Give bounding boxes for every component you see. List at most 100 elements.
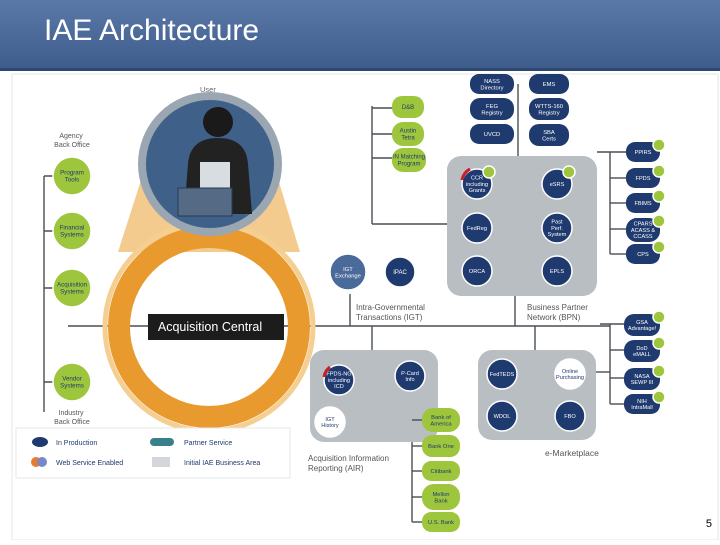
bank-node: Bank One bbox=[422, 435, 460, 457]
slide-title: IAE Architecture bbox=[44, 14, 260, 47]
agency-node-shape bbox=[52, 211, 92, 251]
bpn-service-node-badge bbox=[652, 164, 666, 178]
igt-label: Intra-Governmental Transactions (IGT) bbox=[356, 303, 427, 322]
bpn-node-label: eSRS bbox=[550, 182, 565, 188]
bank-node-label: Bank of bbox=[431, 415, 451, 421]
user-label: User bbox=[200, 85, 216, 94]
bpn-node: ORCA bbox=[461, 255, 493, 287]
bank-node-label: Citibank bbox=[431, 469, 452, 475]
bpn-service-node-shape bbox=[626, 168, 660, 188]
emarketplace-service-node-shape bbox=[624, 368, 660, 390]
bank-node-shape bbox=[422, 461, 460, 481]
bpn-node-badge bbox=[482, 165, 496, 179]
partner-node-label: Program bbox=[397, 161, 420, 167]
air-node-label: History bbox=[321, 423, 339, 429]
bpn-service-node-label: ACASS & bbox=[631, 228, 656, 234]
agency-back-office-line: Agency bbox=[59, 133, 83, 140]
bpn-service-node: CPS bbox=[626, 240, 666, 264]
registry-node-label: Directory bbox=[480, 85, 503, 91]
bpn-service-node-label: CPARS bbox=[634, 222, 653, 228]
emarketplace-service-node-label: GSA bbox=[636, 320, 648, 326]
fpds-accent bbox=[322, 365, 331, 378]
bpn-service-node: FPDS bbox=[626, 164, 666, 188]
igt-node-label: Exchange bbox=[335, 273, 361, 279]
air-node-label: P-Card bbox=[401, 371, 419, 377]
legend-in-production-swatch bbox=[32, 437, 48, 447]
bpn-node-shape bbox=[541, 255, 573, 287]
emarketplace-service-node-label: NASA bbox=[634, 374, 650, 380]
header-rule bbox=[0, 68, 720, 71]
legend-label: Partner Service bbox=[184, 440, 232, 447]
registry-node-shape bbox=[470, 98, 514, 120]
industry-back-office-label: Industry Back Office bbox=[54, 410, 90, 426]
bpn-service-node-shape bbox=[626, 193, 660, 213]
agency-node-label: Tools bbox=[65, 177, 79, 184]
igt-line: Intra-Governmental bbox=[356, 303, 425, 312]
bank-node-label: Bank bbox=[434, 498, 447, 504]
agency-node-label: Systems bbox=[60, 289, 84, 296]
legend-business-area-swatch bbox=[152, 457, 170, 467]
bpn-node-badge bbox=[562, 165, 576, 179]
industry-back-office-line: Industry bbox=[59, 410, 84, 417]
emarketplace-service-node-label: IntraMall bbox=[631, 405, 652, 411]
legend-partner-swatch bbox=[150, 438, 174, 446]
registry-node-label: UVCD bbox=[484, 132, 500, 138]
registry-node-label: WTTS-160 bbox=[535, 104, 563, 110]
bpn-node-label: Perf. bbox=[551, 226, 563, 232]
bank-node: Citibank bbox=[422, 461, 460, 481]
air-node-shape bbox=[314, 406, 346, 438]
emarketplace-service-node-label: Advantage! bbox=[628, 326, 657, 332]
bpn-node-label: CCR bbox=[471, 176, 483, 182]
bpn-node-label: ORCA bbox=[469, 269, 485, 275]
vendor-node-shape bbox=[52, 362, 92, 402]
emarketplace-service-node-badge bbox=[652, 310, 666, 324]
igt-node-label: IPAC bbox=[393, 270, 407, 276]
registry-node-shape bbox=[529, 124, 569, 146]
bank-node-label: America bbox=[430, 421, 452, 427]
bpn-line: Network (BPN) bbox=[527, 313, 581, 322]
bpn-node-label: EPLS bbox=[550, 269, 565, 275]
bpn-node-label: Grants bbox=[469, 188, 486, 194]
bank-node-shape bbox=[422, 435, 460, 457]
acquisition-central-bar bbox=[148, 314, 284, 340]
air-node-label: ICD bbox=[334, 384, 344, 390]
emarketplace-node-shape bbox=[486, 400, 518, 432]
bpn-label: Business Partner Network (BPN) bbox=[527, 303, 590, 322]
air-line: Acquisition Information bbox=[308, 454, 389, 463]
emarketplace-node: FedTEDS bbox=[486, 358, 518, 390]
bpn-node-shape bbox=[461, 255, 493, 287]
bpn-service-node-badge bbox=[652, 138, 666, 152]
agency-back-office-label: Agency Back Office bbox=[54, 133, 90, 149]
igt-node-shape bbox=[384, 256, 416, 288]
partner-node-label: Austin bbox=[400, 129, 417, 135]
air-line: Reporting (AIR) bbox=[308, 464, 364, 473]
bpn-node: eSRS bbox=[541, 168, 573, 200]
registry-node-label: NASS bbox=[484, 79, 500, 85]
bpn-service-node-label: CPS bbox=[637, 252, 649, 258]
emarketplace-node-shape bbox=[486, 358, 518, 390]
slide-header: IAE Architecture bbox=[0, 0, 720, 68]
registry-node-shape bbox=[470, 124, 514, 144]
vendor-node-label: Systems bbox=[60, 383, 84, 390]
emarketplace-node-shape bbox=[554, 400, 586, 432]
bpn-node-label: System bbox=[548, 232, 567, 238]
agency-node-shape bbox=[52, 156, 92, 196]
bpn-service-node-label: PPIRS bbox=[635, 150, 652, 156]
bpn-service-node-label: CCASS bbox=[633, 234, 653, 240]
registry-node-label: Registry bbox=[481, 110, 502, 116]
